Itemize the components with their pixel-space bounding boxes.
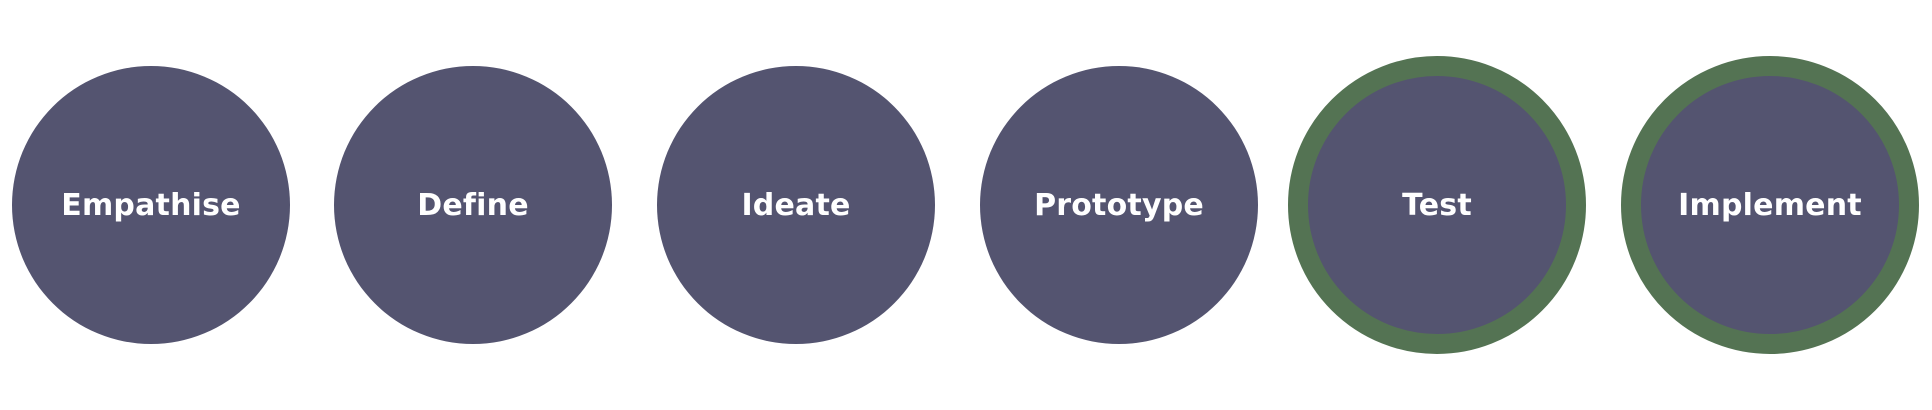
stage-ideate: Ideate — [657, 66, 935, 344]
stage-label: Prototype — [1034, 187, 1204, 223]
stage-test: Test — [1288, 56, 1586, 354]
stage-label: Test — [1402, 187, 1472, 223]
stage-label: Define — [417, 187, 529, 223]
stage-implement: Implement — [1621, 56, 1919, 354]
stage-label: Implement — [1678, 187, 1862, 223]
stage-prototype: Prototype — [980, 66, 1258, 344]
stage-define: Define — [334, 66, 612, 344]
stage-label: Empathise — [61, 187, 241, 223]
stage-label: Ideate — [741, 187, 851, 223]
stage-empathise: Empathise — [12, 66, 290, 344]
